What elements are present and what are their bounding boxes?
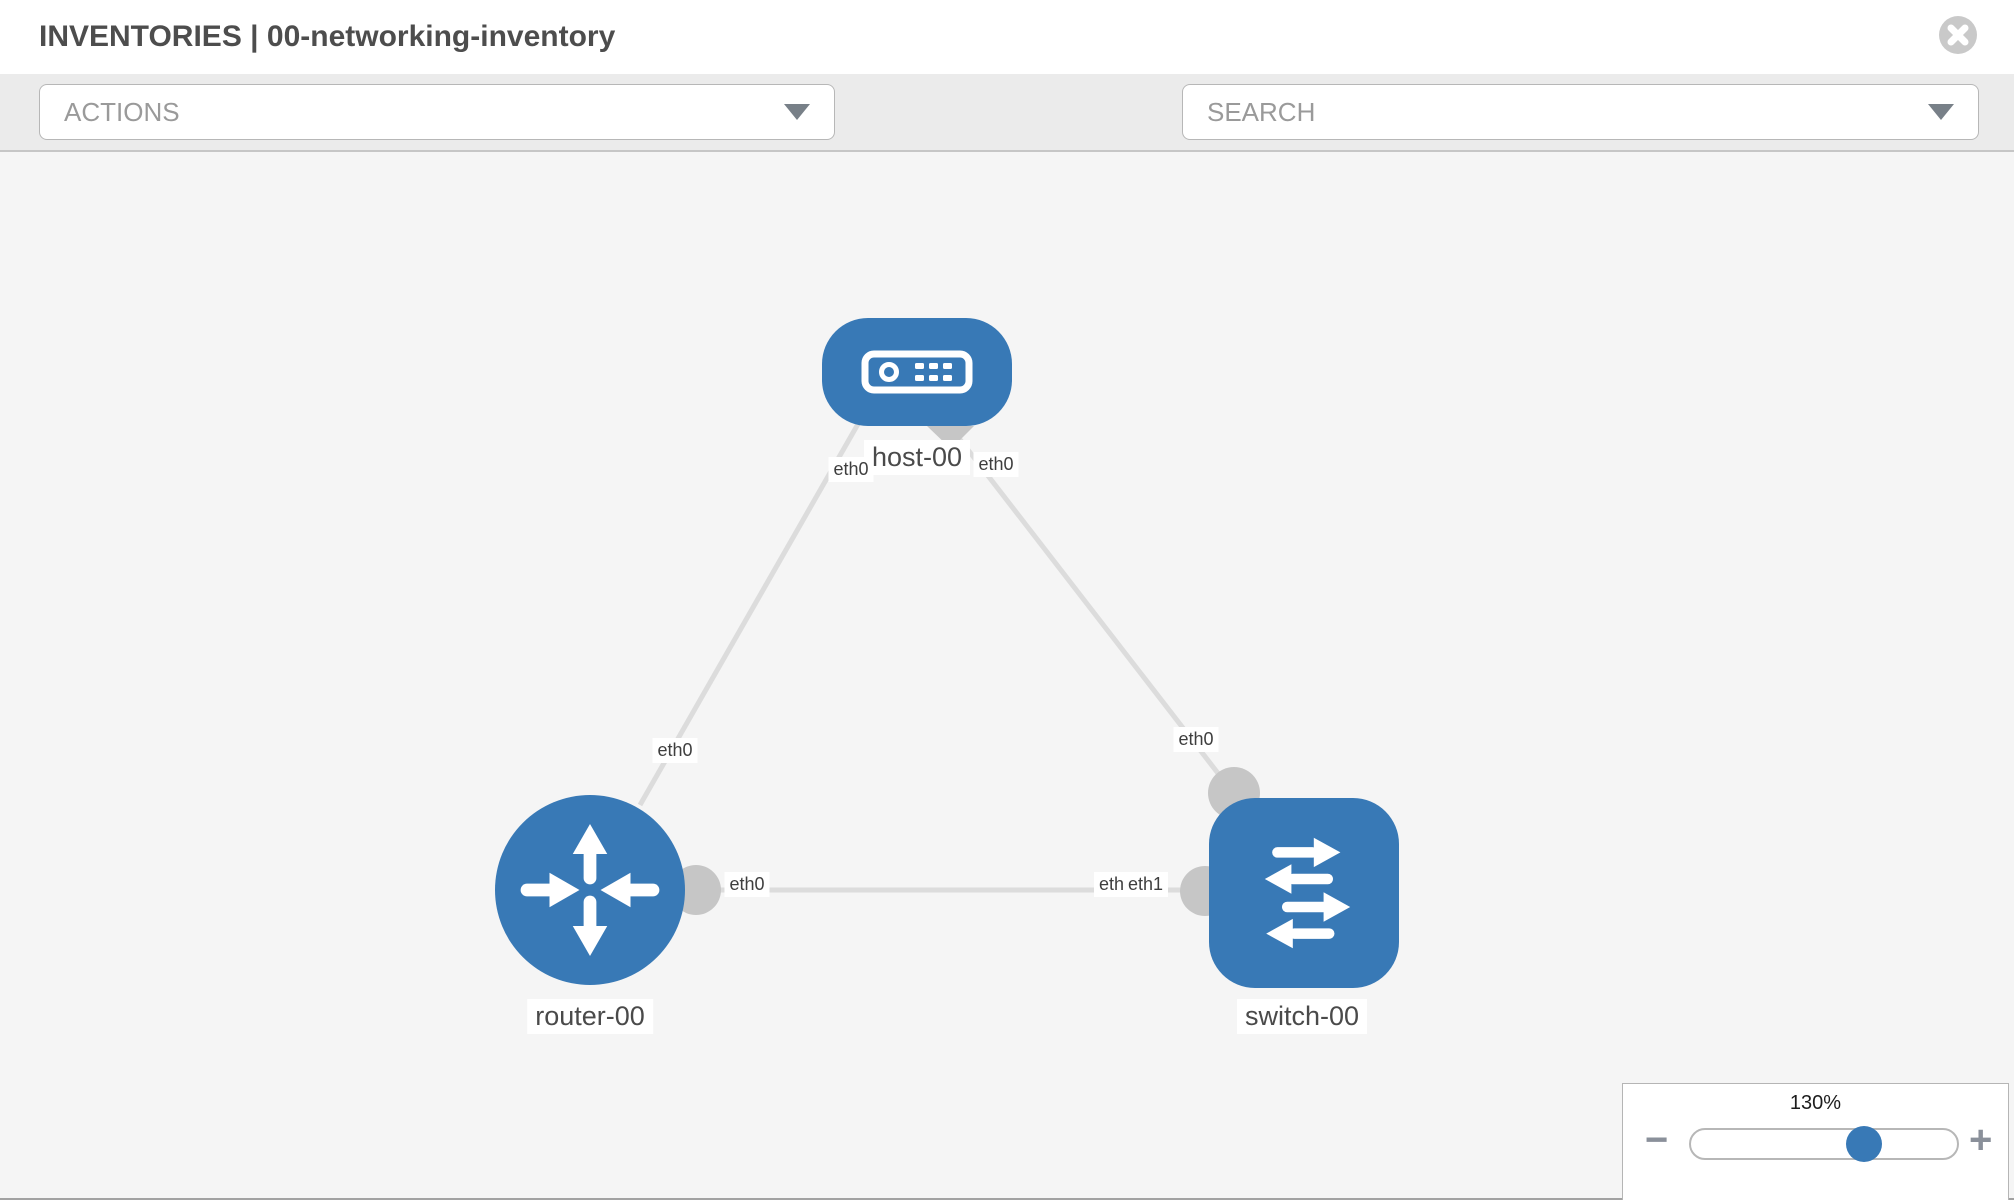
zoom-out-button[interactable]: − [1645, 1118, 1669, 1162]
actions-dropdown[interactable]: ACTIONS [39, 84, 835, 140]
zoom-in-button[interactable]: + [1969, 1118, 1993, 1162]
node-label-host-00: host-00 [863, 440, 971, 475]
zoom-slider-track[interactable] [1689, 1128, 1959, 1160]
chevron-down-icon [784, 104, 810, 120]
close-icon[interactable] [1939, 16, 1977, 54]
router-icon [520, 824, 660, 956]
page-title: INVENTORIES | 00-networking-inventory [39, 20, 616, 53]
zoom-control-panel: 130% − + [1622, 1083, 2009, 1200]
actions-dropdown-label: ACTIONS [64, 96, 180, 127]
interface-label-switch-eth0: eth0 [1173, 727, 1219, 752]
interface-label-host-eth0-left: eth0 [828, 457, 874, 482]
node-host-00[interactable] [822, 318, 1012, 426]
switch-icon [1264, 837, 1351, 949]
header: INVENTORIES | 00-networking-inventory [0, 0, 2014, 74]
interface-label-router-eth0-right: eth0 [724, 872, 770, 897]
node-label-router-00: router-00 [527, 999, 653, 1034]
topology-canvas[interactable] [0, 152, 2014, 1200]
node-label-switch-00: switch-00 [1236, 999, 1368, 1034]
chevron-down-icon [1928, 104, 1954, 120]
interface-label-router-eth0-up: eth0 [652, 738, 698, 763]
interface-label-host-eth0-right: eth0 [973, 452, 1019, 477]
zoom-slider-handle[interactable] [1846, 1126, 1882, 1162]
node-router-00[interactable] [495, 795, 685, 985]
search-dropdown-label: SEARCH [1207, 96, 1316, 127]
interface-label-switch-eth1: eth1 [1123, 872, 1169, 897]
node-switch-00[interactable] [1209, 798, 1399, 988]
zoom-level: 130% [1789, 1092, 1842, 1114]
toolbar: ACTIONS SEARCH [0, 74, 2014, 209]
search-dropdown[interactable]: SEARCH [1182, 84, 1979, 140]
host-icon [861, 350, 973, 394]
